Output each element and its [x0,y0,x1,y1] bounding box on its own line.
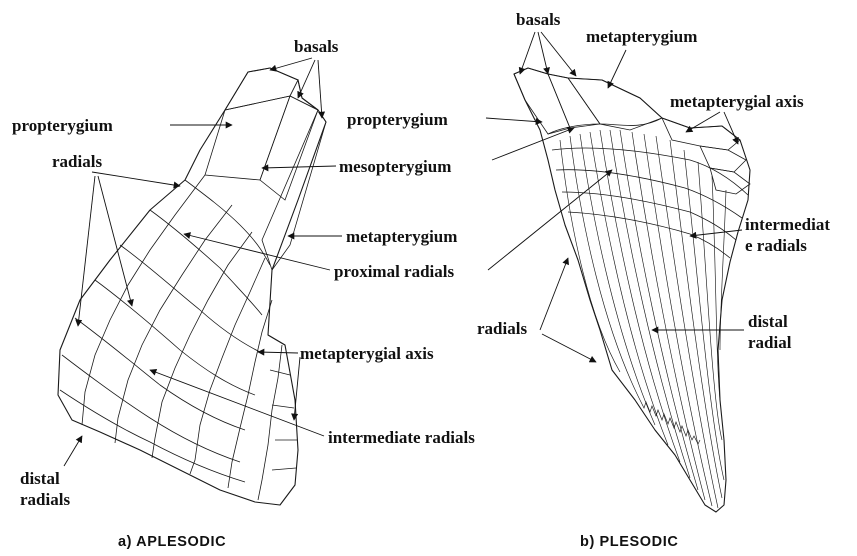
plesodic-ray [610,130,690,478]
leader-mesopterygium-a [262,166,336,168]
caption-aplesodic: a) APLESODIC [118,534,226,550]
plesodic-propterygium [514,68,570,134]
leader-radials-b-1 [540,258,568,330]
plesodic-ray [720,190,726,350]
plesodic-fin-outline [514,68,750,512]
radial-segment [82,175,205,425]
plesodic-radial-row [556,170,742,218]
leader-metapterygial-axis-b-2 [724,112,738,144]
leader-metapterygial-axis-b-1 [686,112,720,132]
plesodic-ray [560,140,620,372]
radial-row [60,390,245,482]
radial-segment [258,345,282,500]
metapterygial-axis-segment [268,335,285,345]
metapterygial-axis-segment [270,370,290,375]
label-basals-a: basals [294,37,339,56]
label-metapterygium-a: metapterygium [346,227,457,246]
metapterygial-axis-segment [272,405,294,408]
label-metapterygial-axis-a: metapterygial axis [300,344,434,363]
leader-basals-a-2 [298,60,315,98]
label-distal-radial-line2: radial [748,333,792,352]
plesodic-radial-row [552,148,748,195]
label-propterygium-a: propterygium [12,116,113,135]
label-distal-radials-line2: radials [20,490,70,509]
radial-segment [115,205,232,443]
label-distal-radial-line1: distal [748,312,788,331]
plesodic-mesopterygium [548,74,600,128]
leader-metapterygium-b [608,50,626,88]
plesodic-leaders [486,32,744,362]
plesodic-axis-bone [710,168,750,194]
leader-radials-a-2 [78,176,95,326]
plesodic-distal-rays [560,130,726,508]
leader-propterygium-b-1 [486,118,542,122]
leader-radials-b-2 [542,334,596,362]
plesodic-ray [684,150,724,480]
metapterygium-element [262,110,326,270]
leader-proximal-radials-b [488,170,612,270]
label-radials-a: radials [52,152,102,171]
plesodic-ray [590,132,668,445]
radial-segment [152,232,252,458]
label-metapterygium-b: metapterygium [586,27,697,46]
leader-basals-a-3 [318,60,322,118]
leader-distal-radials [64,436,82,466]
plesodic-ray [698,162,722,440]
radial-row [95,280,255,395]
label-basals-b: basals [516,10,561,29]
label-distal-radials-line1: distal [20,469,60,488]
label-intermediate-radials-b-line1: intermediat [745,215,830,234]
mesopterygium-element [260,96,318,200]
metapterygial-axis-segment [272,468,296,470]
plesodic-ray [670,140,722,498]
leader-basals-a-1 [270,58,312,70]
plesodic-fin-serration [640,400,700,444]
plesodic-axis-bone [700,146,746,172]
label-propterygium-b: propterygium [347,110,448,129]
label-proximal-radials: proximal radials [334,262,454,281]
label-metapterygial-axis-b: metapterygial axis [670,92,804,111]
plesodic-radial-row [568,212,730,258]
plesodic-metapterygium [568,78,662,130]
leader-intermediate-radials-b [690,230,742,236]
plesodic-ray [632,132,705,500]
leader-radials-a-1 [92,172,180,186]
label-radials-b: radials [477,319,527,338]
label-intermediate-radials-a: intermediate radials [328,428,475,447]
leader-proximal-radials [184,234,330,270]
caption-plesodic: b) PLESODIC [580,534,678,550]
leader-metapterygial-axis-a-2 [294,357,300,420]
plesodic-fin-drawing [514,68,750,512]
leader-basals-b-3 [541,32,576,76]
label-intermediate-radials-b-line2: e radials [745,236,807,255]
label-mesopterygium-a: mesopterygium [339,157,451,176]
plesodic-radial-row [562,192,736,240]
leader-metapterygial-axis-a-1 [258,352,298,353]
